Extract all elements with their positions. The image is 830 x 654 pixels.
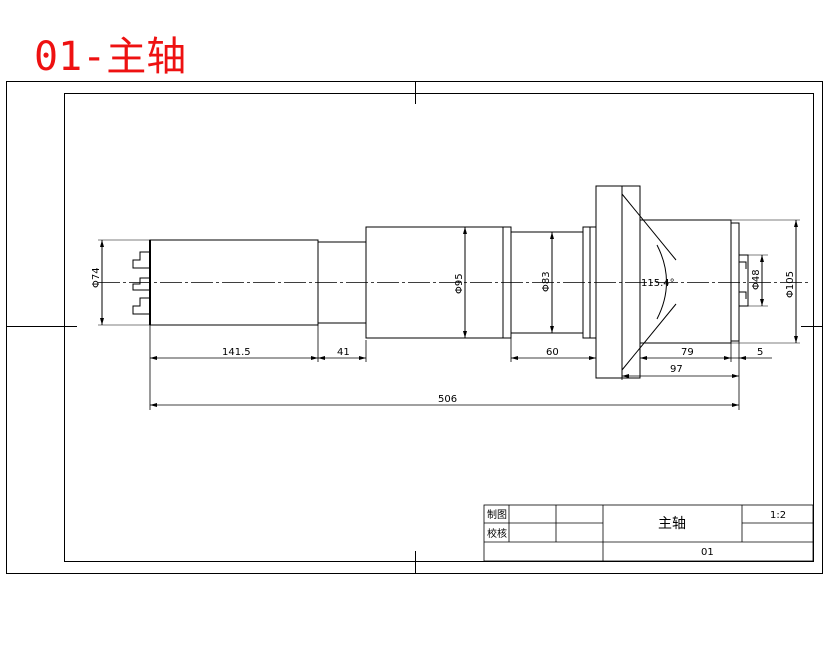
dim-label-d95: Φ95 (454, 273, 465, 294)
cone-lower (621, 303, 677, 371)
dim-label-41: 41 (337, 347, 350, 358)
dim-label-d74: Φ74 (91, 267, 102, 288)
length-dimension-lines (149, 325, 772, 410)
title-block-scale: 1:2 (770, 510, 786, 521)
diameter-dimension-lines (98, 219, 800, 344)
outer-frame (6, 81, 823, 574)
spindle-shaft (132, 185, 749, 379)
shaft-end-cap (730, 222, 740, 342)
dim-label-506: 506 (438, 394, 457, 405)
title-block-drawn-label: 制图 (487, 508, 507, 521)
dim-label-d83: Φ83 (541, 271, 552, 292)
dim-label-60: 60 (546, 347, 559, 358)
inner-frame (64, 93, 814, 562)
dimension-arrows (100, 220, 798, 407)
dim-label-angle: 115.4° (641, 278, 675, 289)
dim-label-5: 5 (757, 347, 763, 358)
dim-label-141-5: 141.5 (222, 347, 251, 358)
cone-upper (621, 193, 677, 261)
title-block-part-name: 主轴 (658, 516, 686, 532)
title-block-drawing-number: 01 (701, 547, 714, 558)
shaft-end-pilot (738, 254, 749, 307)
shaft-flange (595, 185, 641, 379)
dim-label-d105: Φ105 (785, 271, 796, 298)
spline-teeth (132, 251, 150, 315)
title-block-checked-label: 校核 (487, 527, 507, 540)
angle-arc (656, 244, 667, 320)
dim-label-97: 97 (670, 364, 683, 375)
dim-label-d48: Φ48 (751, 269, 762, 290)
end-slot-lines (739, 261, 747, 299)
title-block (483, 504, 814, 562)
drawing-heading: 01-主轴 (34, 34, 187, 80)
dim-label-79: 79 (681, 347, 694, 358)
